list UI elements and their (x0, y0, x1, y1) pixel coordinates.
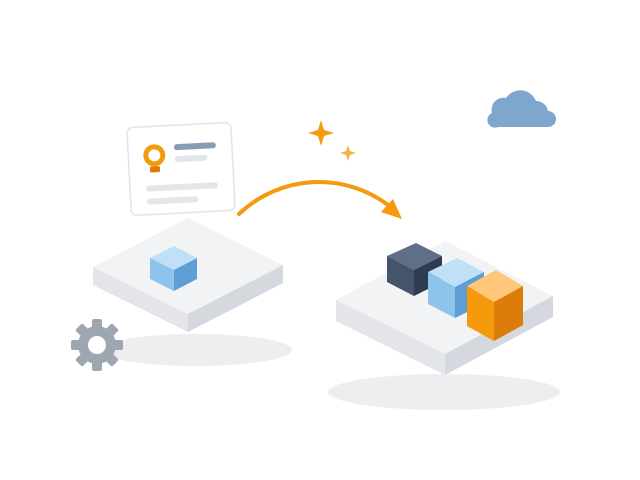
card-line (146, 182, 218, 192)
card-line (146, 196, 199, 205)
cloud-icon (487, 90, 556, 128)
info-card (126, 121, 236, 217)
gear-icon (71, 319, 123, 371)
sparkle-icon (308, 120, 334, 146)
orange-cube (467, 270, 523, 341)
left-blue-cube (150, 246, 197, 291)
card-line (173, 142, 216, 151)
curved-arrow-icon (237, 180, 402, 219)
lightbulb-icon (143, 144, 166, 173)
right-platform-shadow (328, 374, 560, 410)
card-line (174, 154, 208, 163)
sparkle-icon (340, 145, 356, 161)
left-platform-shadow (100, 334, 292, 366)
